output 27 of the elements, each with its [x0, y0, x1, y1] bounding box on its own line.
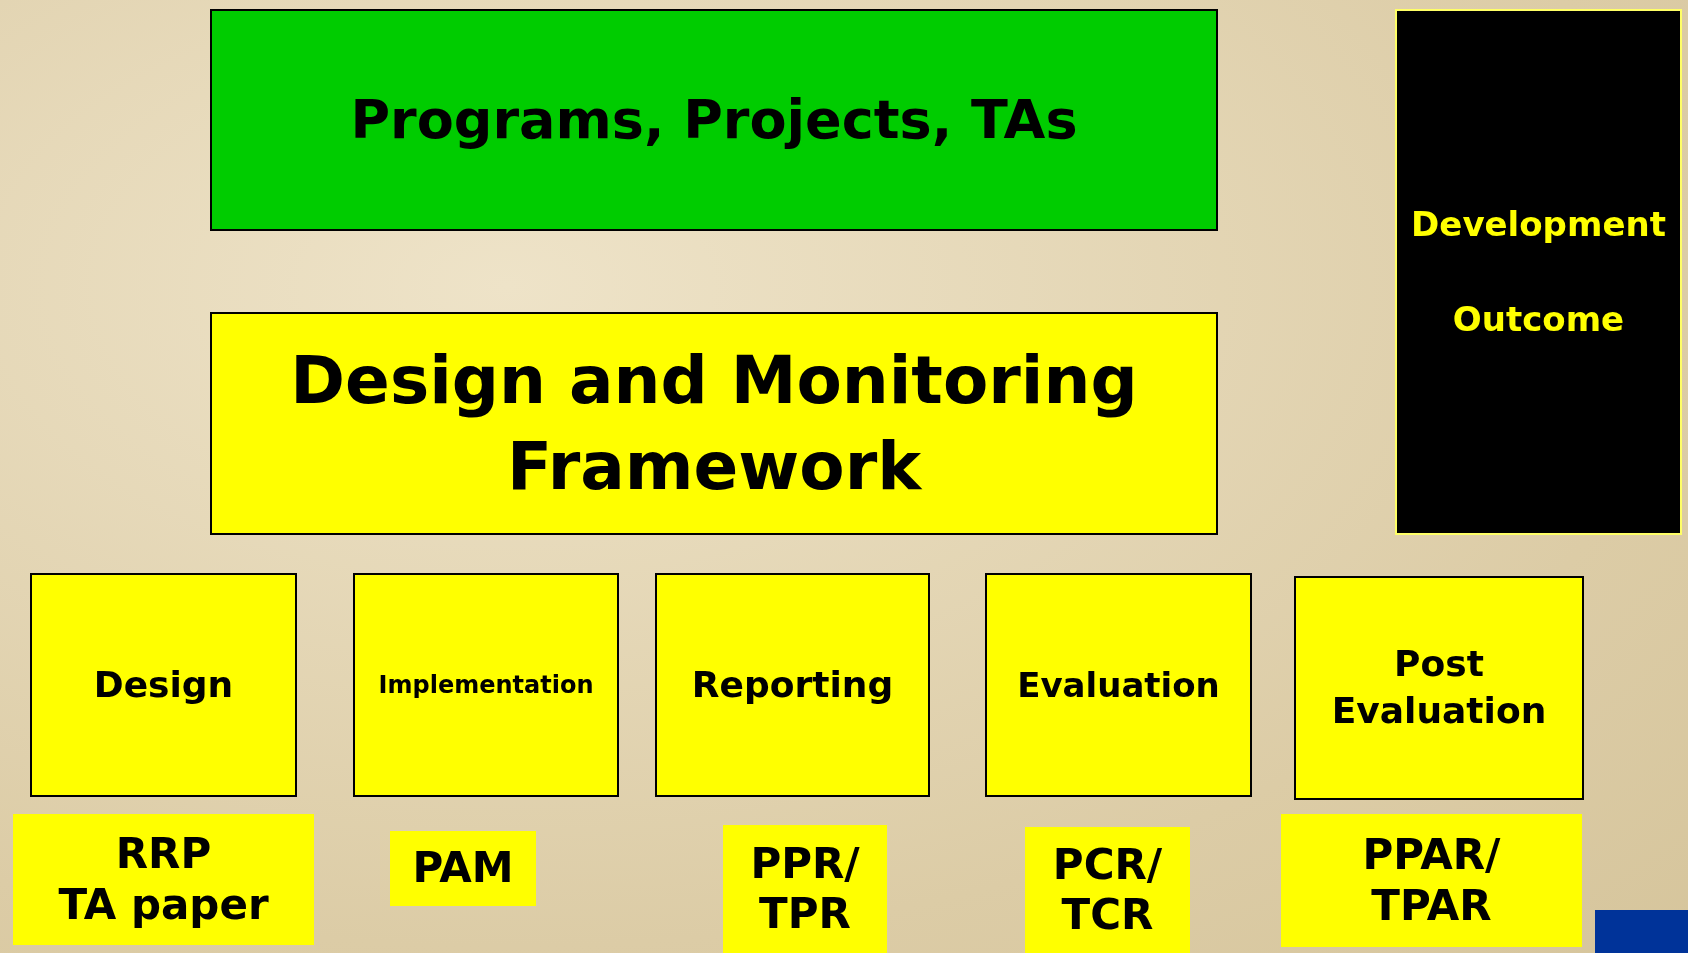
title-box: [210, 9, 1218, 231]
box-title: Programs, Projects, TAs: [350, 87, 1078, 153]
box-label: Post Evaluation: [1330, 642, 1548, 733]
box-label: Design: [93, 663, 234, 707]
document-label: PPR/ TPR: [749, 838, 861, 940]
box-title: Design and Monitoring Framework: [289, 340, 1139, 507]
document-label: TA paper: [58, 879, 269, 930]
box-label: Evaluation: [1017, 664, 1220, 706]
framework-box: [210, 312, 1218, 535]
document-label: PAM: [412, 843, 514, 894]
document-tag: [723, 825, 887, 953]
document-label: PCR/ TCR: [1051, 839, 1164, 941]
document-label: PPAR/ TPAR: [1361, 830, 1502, 931]
stage-box: [30, 573, 297, 797]
stage-box: [985, 573, 1252, 797]
outcome-box: [1395, 9, 1682, 535]
box-label: Implementation: [378, 670, 594, 700]
stage-box: [655, 573, 930, 797]
document-label: RRP: [115, 829, 212, 880]
document-tag: [1025, 827, 1190, 953]
box-label: Reporting: [691, 663, 894, 707]
box-label: Development Outcome: [1410, 202, 1667, 341]
document-tag: [13, 814, 314, 945]
stage-box: [1294, 576, 1584, 800]
document-tag: [1281, 814, 1582, 947]
stage-box: [353, 573, 619, 797]
document-tag: [390, 831, 536, 906]
